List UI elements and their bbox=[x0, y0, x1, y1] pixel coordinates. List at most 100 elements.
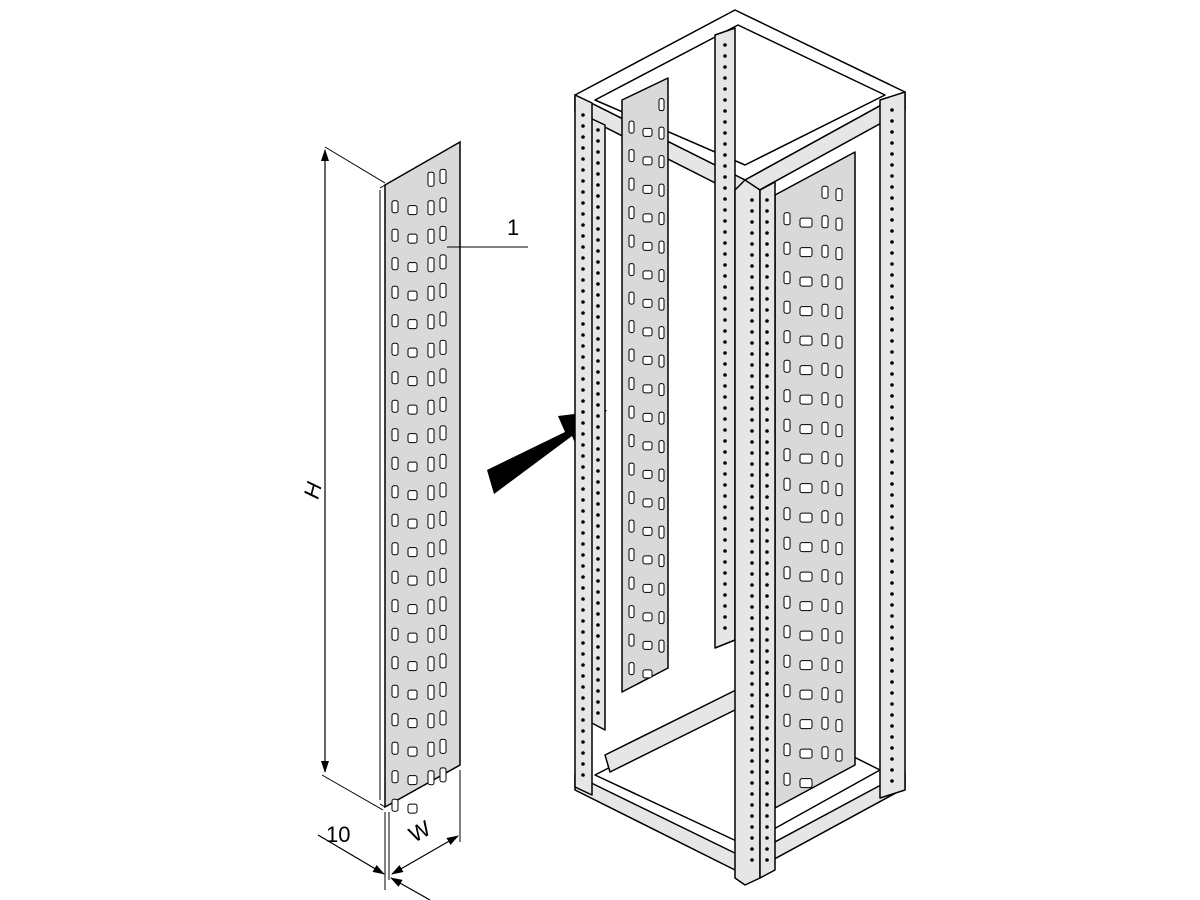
panel-slot bbox=[391, 599, 399, 613]
frame-hole bbox=[581, 663, 585, 667]
panel-slot bbox=[439, 282, 447, 298]
frame-hole bbox=[765, 561, 769, 565]
frame-hole bbox=[581, 619, 585, 623]
frame-hole bbox=[750, 726, 754, 730]
panel-slot bbox=[783, 684, 791, 698]
frame-hole bbox=[765, 792, 769, 796]
frame-hole bbox=[723, 505, 727, 509]
panel-slot bbox=[439, 624, 447, 640]
panel-slot bbox=[835, 601, 843, 615]
panel-slot bbox=[427, 770, 435, 786]
frame-hole bbox=[723, 307, 727, 311]
frame-hole bbox=[765, 704, 769, 708]
frame-hole bbox=[723, 384, 727, 388]
panel-slot bbox=[407, 290, 418, 301]
panel-slot bbox=[783, 625, 791, 639]
frame-hole bbox=[750, 429, 754, 433]
enclosure-frame bbox=[574, 9, 906, 886]
panel-slot bbox=[821, 362, 829, 376]
frame-hole bbox=[581, 652, 585, 656]
frame-hole bbox=[723, 164, 727, 168]
width-label: W bbox=[405, 815, 435, 847]
panel-slot bbox=[407, 746, 418, 757]
frame-hole bbox=[596, 568, 600, 572]
frame-hole bbox=[596, 227, 600, 231]
frame-hole bbox=[765, 385, 769, 389]
panel-slot bbox=[391, 627, 399, 641]
panel-slot bbox=[407, 262, 418, 273]
frame-hole bbox=[750, 847, 754, 851]
frame-hole bbox=[890, 174, 894, 178]
panel-slot bbox=[799, 453, 813, 464]
frame-hole bbox=[765, 715, 769, 719]
frame-hole bbox=[750, 583, 754, 587]
frame-hole bbox=[765, 638, 769, 642]
frame-hole bbox=[750, 539, 754, 543]
frame-hole bbox=[596, 260, 600, 264]
frame-hole bbox=[765, 264, 769, 268]
frame-hole bbox=[750, 781, 754, 785]
panel-slot bbox=[391, 656, 399, 670]
panel-slot bbox=[427, 627, 435, 643]
part-number-label: 1 bbox=[507, 215, 519, 240]
panel-slot bbox=[642, 127, 653, 137]
frame-hole bbox=[723, 571, 727, 575]
frame-hole bbox=[723, 373, 727, 377]
frame-hole bbox=[750, 264, 754, 268]
frame-hole bbox=[765, 594, 769, 598]
frame-hole bbox=[765, 275, 769, 279]
panel-slot bbox=[658, 468, 665, 482]
panel-slot bbox=[835, 365, 843, 379]
frame-hole bbox=[723, 549, 727, 553]
frame-hole bbox=[765, 308, 769, 312]
frame-hole bbox=[581, 190, 585, 194]
frame-hole bbox=[765, 517, 769, 521]
frame-hole bbox=[596, 535, 600, 539]
panel-slot bbox=[439, 225, 447, 241]
frame-hole bbox=[890, 119, 894, 123]
frame-hole bbox=[596, 546, 600, 550]
panel-slot bbox=[391, 200, 399, 214]
frame-hole bbox=[723, 43, 727, 47]
frame-hole bbox=[765, 352, 769, 356]
panel-slot bbox=[391, 456, 399, 470]
frame-hole bbox=[596, 370, 600, 374]
frame-hole bbox=[581, 300, 585, 304]
frame-hole bbox=[723, 274, 727, 278]
panel-slot bbox=[407, 404, 418, 415]
panel-slot bbox=[391, 741, 399, 755]
panel-slot bbox=[799, 719, 813, 730]
frame-hole bbox=[765, 649, 769, 653]
frame-hole bbox=[723, 615, 727, 619]
frame-hole bbox=[581, 707, 585, 711]
frame-hole bbox=[765, 231, 769, 235]
installed-panel-hole-pattern bbox=[628, 98, 843, 789]
frame-hole bbox=[890, 284, 894, 288]
frame-hole bbox=[765, 418, 769, 422]
frame-hole bbox=[581, 399, 585, 403]
frame-hole bbox=[581, 454, 585, 458]
frame-hole bbox=[765, 253, 769, 257]
panel-slot bbox=[427, 456, 435, 472]
panel-slot bbox=[642, 469, 653, 479]
panel-slot bbox=[407, 689, 418, 700]
panel-slot bbox=[439, 567, 447, 583]
panel-slot bbox=[628, 491, 635, 505]
frame-hole bbox=[765, 858, 769, 862]
panel-slot bbox=[783, 212, 791, 226]
panel-slot bbox=[642, 555, 653, 565]
frame-hole bbox=[581, 421, 585, 425]
frame-hole bbox=[596, 172, 600, 176]
frame-hole bbox=[750, 737, 754, 741]
panel-slot bbox=[628, 120, 635, 134]
frame-hole bbox=[765, 616, 769, 620]
panel-slot bbox=[439, 197, 447, 213]
panel-slot bbox=[628, 576, 635, 590]
frame-hole bbox=[723, 120, 727, 124]
frame-hole bbox=[890, 108, 894, 112]
frame-hole bbox=[890, 471, 894, 475]
panel-slot bbox=[835, 394, 843, 408]
frame-hole bbox=[581, 168, 585, 172]
frame-hole bbox=[765, 209, 769, 213]
frame-hole bbox=[581, 267, 585, 271]
